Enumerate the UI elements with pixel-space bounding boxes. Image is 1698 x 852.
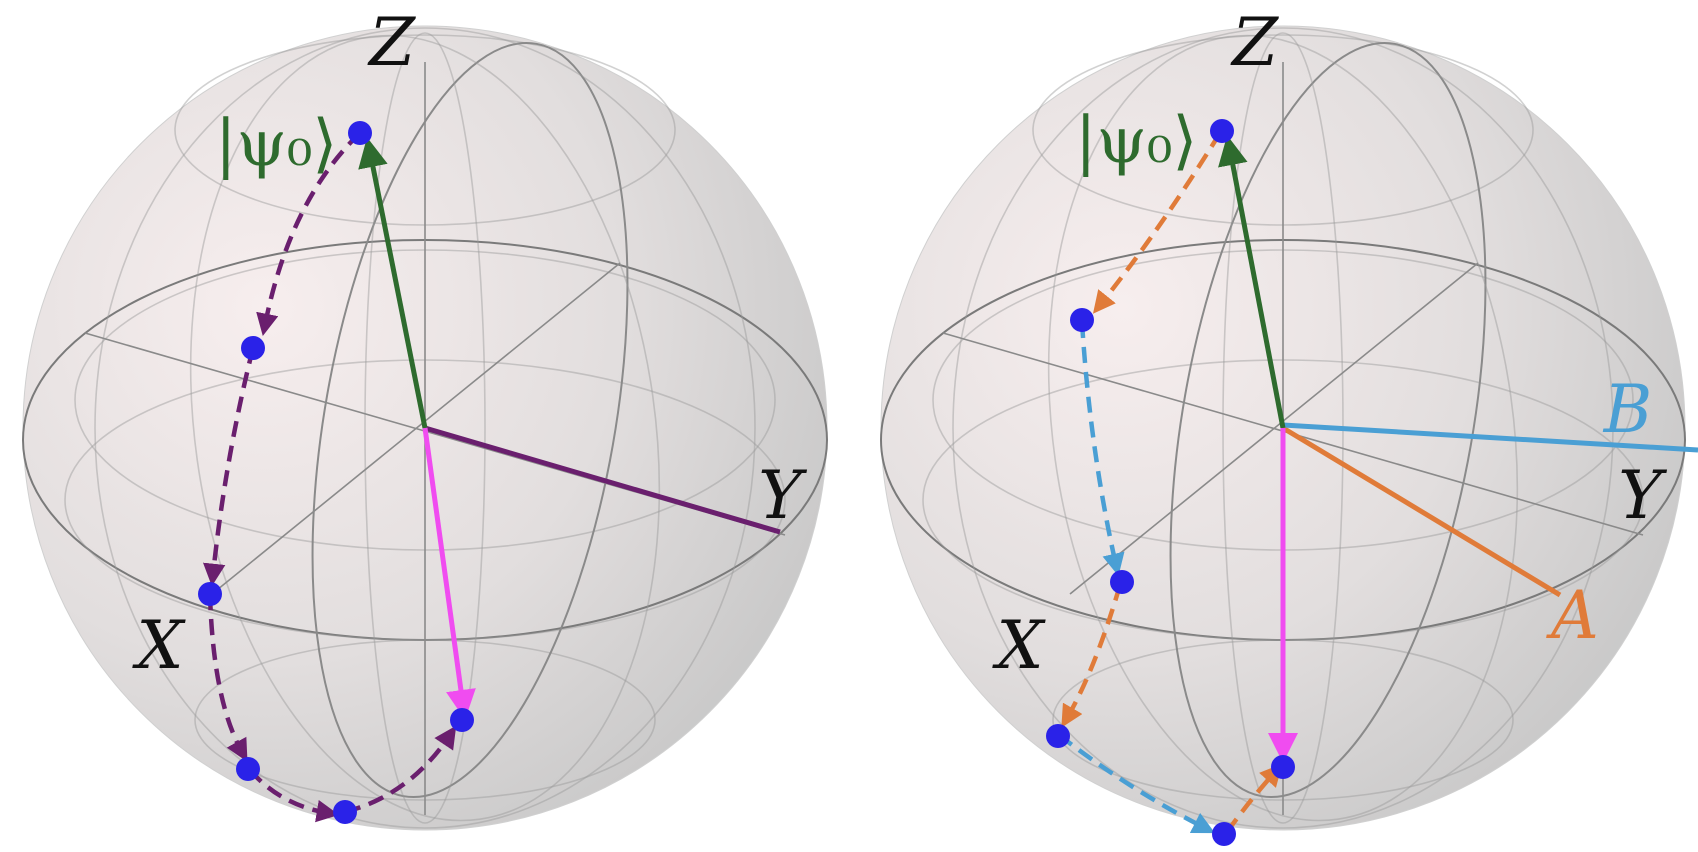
bloch-sphere-right: Z X Y A B |ψ₀⟩ <box>880 4 1698 846</box>
state-point <box>236 757 260 781</box>
psi0-label: |ψ₀⟩ <box>215 107 337 181</box>
rotation-axis-label-b: B <box>1603 371 1653 448</box>
rotation-axis-label-a: A <box>1545 577 1599 654</box>
trajectory-segment <box>1092 131 1222 314</box>
bloch-sphere-left: Z X Y |ψ₀⟩ <box>22 4 828 831</box>
state-point <box>1210 119 1234 143</box>
state-point <box>1070 308 1094 332</box>
state-point <box>241 336 265 360</box>
state-point <box>1110 570 1134 594</box>
trajectory-points-right <box>1046 119 1295 846</box>
state-point <box>1271 755 1295 779</box>
trajectory-segment <box>344 725 457 815</box>
state-point <box>348 121 372 145</box>
state-point <box>1046 724 1070 748</box>
sphere-grid <box>22 27 828 829</box>
psi0-label: |ψ₀⟩ <box>1075 104 1197 178</box>
trajectory-segment <box>256 131 362 337</box>
state-point <box>333 800 357 824</box>
state-point <box>198 582 222 606</box>
initial-state-vector <box>358 137 428 429</box>
state-point <box>1212 822 1236 846</box>
trajectory-points-left <box>198 121 474 824</box>
rotation-axis-line <box>424 425 781 535</box>
axis-label-z: Z <box>367 4 416 81</box>
initial-state-vector <box>1218 135 1286 429</box>
axis-label-x: X <box>132 607 187 684</box>
final-state-vector <box>422 427 476 720</box>
state-point <box>450 708 474 732</box>
axis-label-y: Y <box>1618 457 1667 534</box>
trajectory-segment <box>1061 584 1123 728</box>
axis-label-z: Z <box>1230 4 1279 81</box>
axis-label-x: X <box>992 607 1047 684</box>
rotation-axis-b <box>1282 422 1698 453</box>
rotation-axis-a <box>1281 425 1562 598</box>
trajectory-segment <box>202 347 256 587</box>
trajectory-segment <box>1057 733 1216 834</box>
axis-label-y: Y <box>758 457 807 534</box>
trajectory-segment <box>1079 321 1125 576</box>
